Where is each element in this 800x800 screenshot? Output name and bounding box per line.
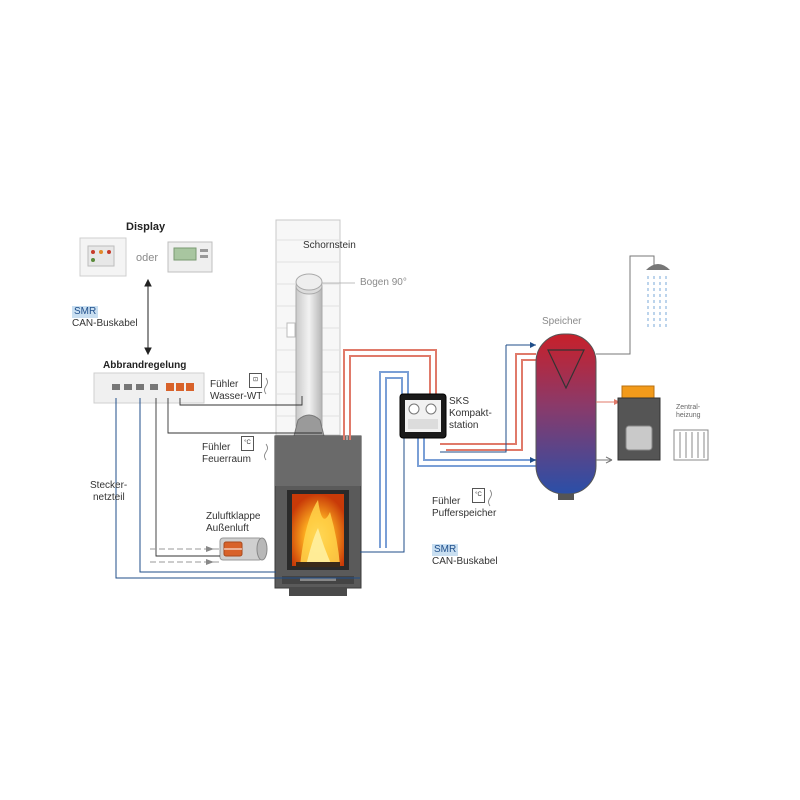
zuluft-label-1: Zuluftklappe — [206, 511, 261, 522]
schornstein-label: Schornstein — [303, 240, 356, 251]
buffer-sensor-icon: °C — [472, 488, 485, 503]
zentralheizung-label-2: heizung — [676, 412, 701, 419]
control-cables — [115, 398, 360, 579]
buffer-tank — [535, 333, 597, 500]
sks-label-2: Kompakt- — [449, 408, 492, 419]
speicher-label: Speicher — [542, 316, 582, 327]
can-bus-label-top: CAN-Buskabel — [72, 318, 138, 329]
bogen-label: Bogen 90° — [360, 277, 407, 288]
display-device-2 — [167, 241, 213, 273]
can-bus-label-bottom: CAN-Buskabel — [432, 556, 498, 567]
fuehler-wasser-label-1: Fühler — [210, 379, 239, 390]
smr-label-top: SMR — [72, 306, 99, 318]
sks-label-3: station — [449, 420, 479, 431]
heating-boiler — [617, 385, 661, 461]
air-intake-line — [150, 548, 220, 563]
fuehler-puffer-label-1: Fühler — [432, 496, 461, 507]
fuehler-feuer-label-2: Feuerraum — [202, 454, 251, 465]
sks-label-1: SKS — [449, 396, 470, 407]
zentralheizung-label-1: Zentral- — [676, 404, 701, 411]
smr-label-bottom: SMR — [432, 544, 459, 556]
radiator — [673, 429, 709, 461]
oder-label: oder — [136, 252, 159, 264]
air-arrow-2 — [206, 559, 214, 565]
hot-water-circuit — [343, 349, 536, 451]
fuehler-feuer-label-1: Fühler — [202, 442, 231, 453]
flue-pipe — [293, 273, 325, 437]
display-connection-arrow — [144, 278, 152, 356]
fuehler-puffer-label-2: Pufferspeicher — [432, 508, 497, 519]
stecker-label-1: Stecker- — [90, 480, 128, 491]
air-damper — [219, 537, 268, 561]
water-sensor-icon: ⊡ — [249, 373, 262, 388]
fire-sensor-icon: °C — [241, 436, 254, 451]
control-unit — [93, 372, 205, 404]
shower-pipe — [596, 255, 655, 355]
fireplace-stove — [274, 435, 362, 596]
can-bus-cable-bottom — [360, 416, 405, 553]
display-device-1 — [79, 237, 127, 277]
shower — [646, 264, 670, 330]
fuehler-wasser-label-2: Wasser-WT — [210, 391, 263, 402]
display-label: Display — [126, 221, 166, 233]
cold-water-circuit — [379, 371, 536, 548]
abbrandregelung-label: Abbrandregelung — [103, 360, 187, 371]
sks-station — [399, 393, 447, 439]
sensor-cables — [155, 396, 322, 557]
zuluft-label-2: Außenluft — [206, 523, 249, 534]
stecker-label-2: netzteil — [93, 492, 125, 503]
air-arrow-1 — [206, 546, 214, 552]
